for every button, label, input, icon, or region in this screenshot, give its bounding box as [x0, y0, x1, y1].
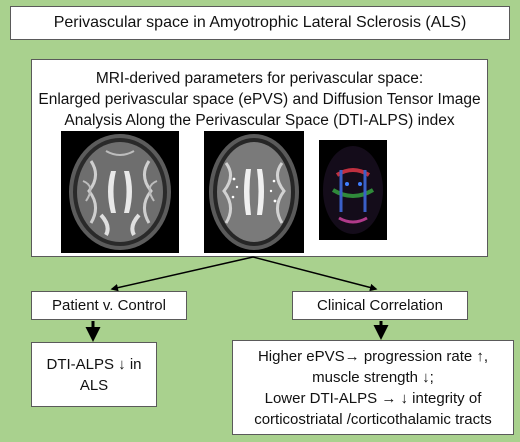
mri-parameters-box: MRI-derived parameters for perivascular … [31, 59, 488, 257]
patient-vs-control-label: Patient v. Control [52, 297, 166, 314]
dti-result-line-2: ALS [79, 377, 109, 394]
cc-result-line-1: Higher ePVS→ progression rate ↑, [257, 348, 489, 365]
mri-scan-perivascular-image [204, 131, 304, 253]
mri-description: MRI-derived parameters for perivascular … [32, 68, 487, 131]
dti-alps-result-box: DTI-ALPS ↓ in ALS [31, 342, 157, 407]
patient-vs-control-box: Patient v. Control [31, 291, 187, 320]
clinical-correlation-label: Clinical Correlation [317, 297, 443, 314]
mri-line-2: Enlarged perivascular space (ePVS) and D… [38, 91, 481, 108]
cc-result-line-4: corticostriatal /corticothalamic tracts [254, 411, 492, 428]
arrow-to-clinical-correlation [252, 256, 378, 292]
cc-result-line-2: muscle strength ↓; [312, 369, 434, 386]
dti-result-line-1: DTI-ALPS ↓ in [46, 356, 142, 373]
page-title: Perivascular space in Amyotrophic Latera… [53, 14, 467, 31]
mri-line-1: MRI-derived parameters for perivascular … [95, 70, 424, 87]
clinical-correlation-box: Clinical Correlation [292, 291, 468, 320]
arrow-to-patient-vs-control [110, 256, 254, 292]
clinical-correlation-result-box: Higher ePVS→ progression rate ↑, muscle … [232, 340, 514, 435]
title-box: Perivascular space in Amyotrophic Latera… [10, 6, 510, 40]
mri-line-3: Analysis Along the Perivascular Space (D… [64, 112, 455, 129]
mri-scan-ventricles-image [61, 131, 179, 253]
dti-color-map-image [319, 140, 387, 240]
cc-result-line-3: Lower DTI-ALPS → ↓ integrity of [264, 390, 482, 407]
